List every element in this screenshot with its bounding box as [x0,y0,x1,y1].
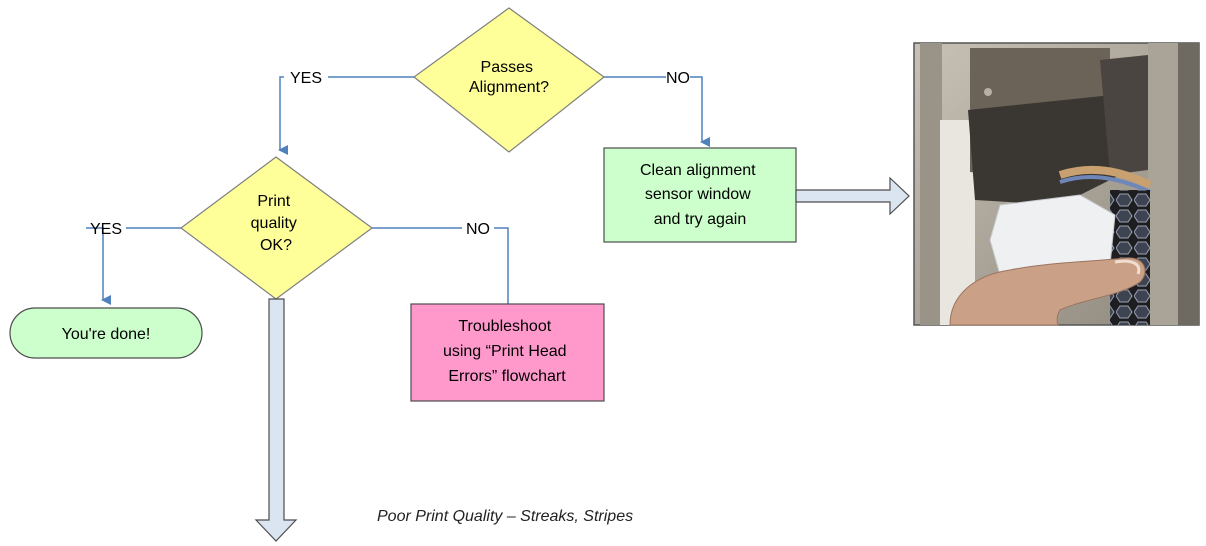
photo-right-rail [1148,43,1178,325]
terminal-shape [9,307,203,359]
connector-quality-yes [86,227,181,300]
decision-passes-alignment[interactable]: Passes Alignment? [413,7,605,153]
decision-shape [413,7,605,153]
alignment-sensor-photo [913,42,1200,326]
label-alignment-no: NO [666,70,690,87]
block-arrow-down [254,298,298,542]
diagram-caption: Poor Print Quality – Streaks, Stripes [377,508,633,525]
photo-right-edge [1178,43,1199,325]
connectors [86,76,702,304]
process-troubleshoot[interactable]: Troubleshoot using “Print Head Errors” f… [410,303,605,402]
process-troubleshoot-label: Troubleshoot using “Print Head Errors” f… [443,318,571,385]
decision-passes-alignment-label: Passes Alignment? [469,59,549,96]
process-shape [410,303,605,402]
label-quality-yes: YES [90,221,122,238]
label-alignment-yes: YES [290,70,322,87]
photo-hand [949,257,1146,326]
photo-left-rail [920,43,942,325]
process-shape [603,147,797,243]
decision-print-quality-label: Print quality OK? [251,193,302,254]
connector-quality-no [372,227,509,304]
decision-print-quality[interactable]: Print quality OK? [179,156,374,300]
label-quality-no: NO [466,221,490,238]
block-arrow-right [795,176,910,216]
connector-alignment-yes [280,76,414,150]
terminal-done[interactable]: You're done! [9,307,203,359]
process-clean-sensor[interactable]: Clean alignment sensor window and try ag… [603,147,797,243]
connector-alignment-no [604,76,702,142]
terminal-done-label: You're done! [62,326,151,343]
process-clean-sensor-label: Clean alignment sensor window and try ag… [640,162,760,228]
